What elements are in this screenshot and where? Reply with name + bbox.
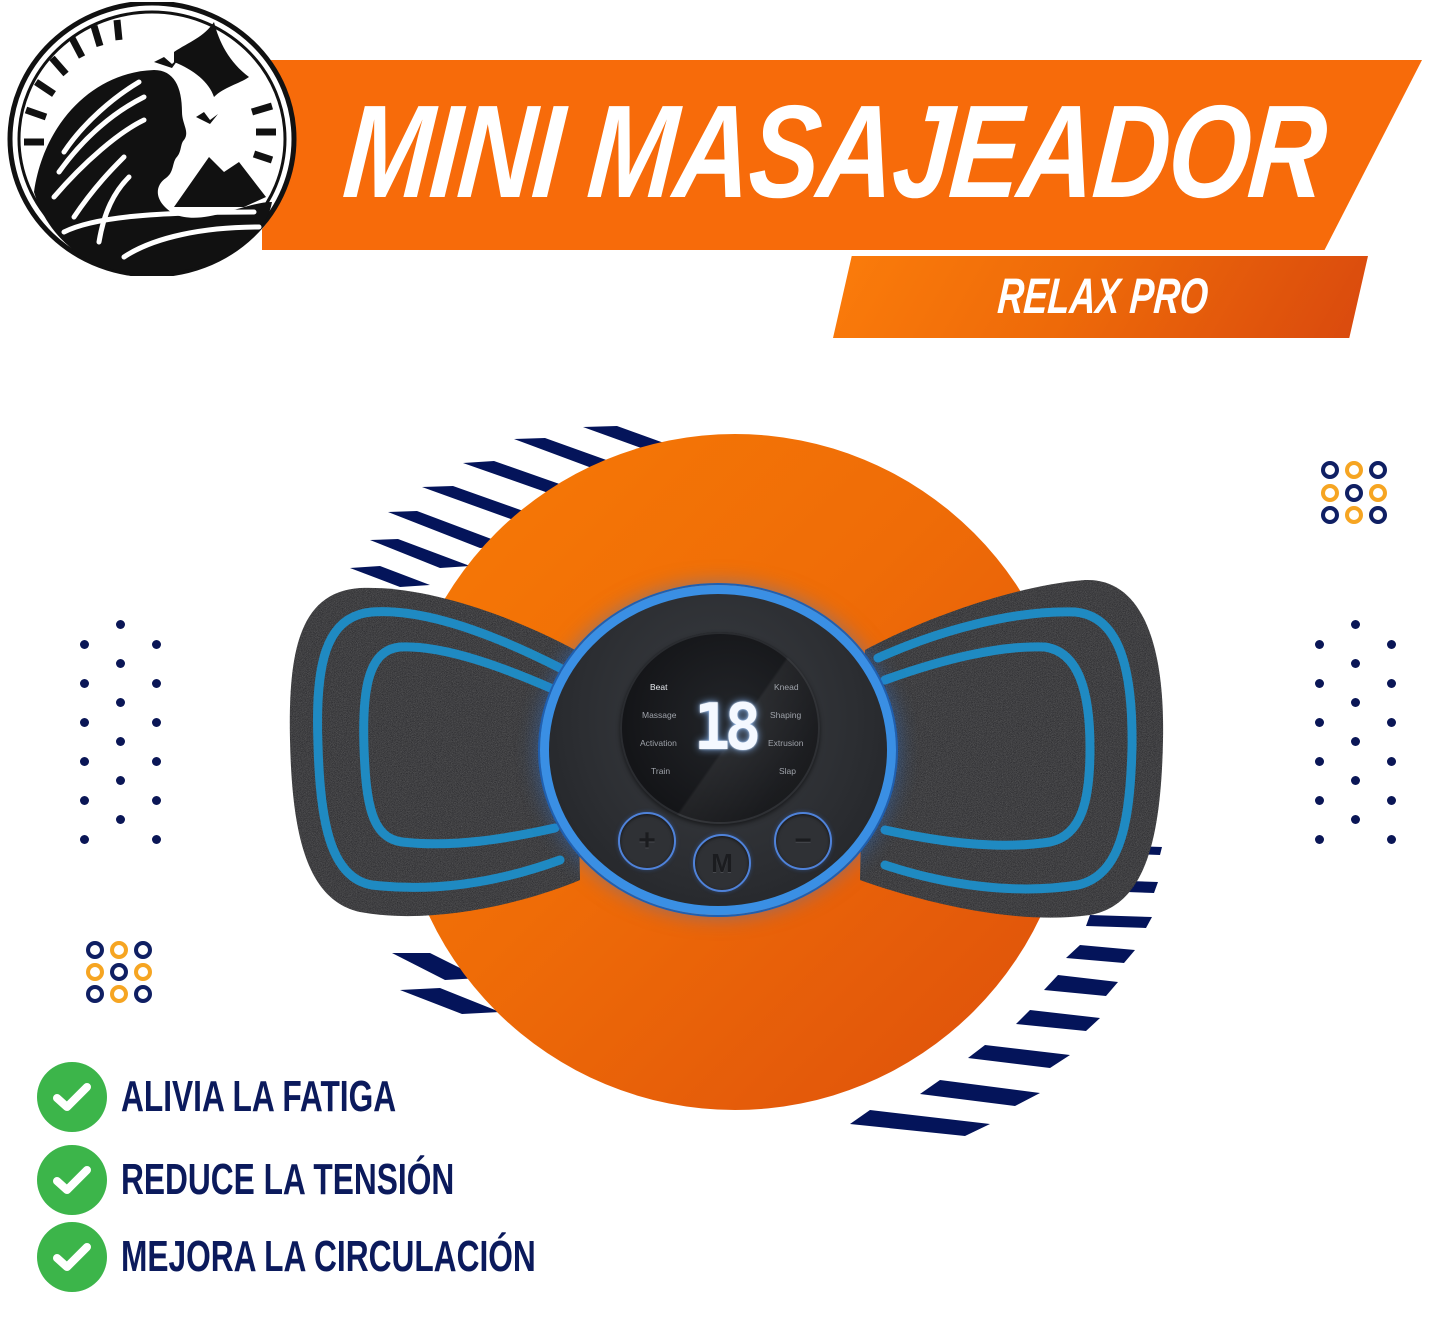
title-banner [262,60,1422,250]
mode-label-beat: Beat [650,682,668,692]
benefit-item: ALIVIA LA FATIGA [37,1062,503,1132]
mode-m-icon: M [711,847,733,878]
benefit-item: MEJORA LA CIRCULACIÓN [37,1222,697,1292]
page-subtitle: RELAX PRO [995,268,1211,324]
plus-button[interactable]: + [618,812,676,870]
mode-label-massage: Massage [642,710,677,720]
mode-label-knead: Knead [774,682,799,692]
check-circle-icon [37,1062,107,1132]
check-circle-icon [37,1222,107,1292]
intensity-display: 18 [693,691,762,765]
device-screen [620,632,820,824]
mode-label-slap: Slap [779,766,797,776]
benefit-label: MEJORA LA CIRCULACIÓN [121,1232,536,1281]
benefit-label: REDUCE LA TENSIÓN [121,1155,455,1204]
mode-button[interactable]: M [693,834,751,892]
check-circle-icon [37,1145,107,1215]
mode-label-train: Train [651,766,671,776]
minus-icon: − [794,824,812,857]
screen-glare [620,632,820,824]
benefit-item: REDUCE LA TENSIÓN [37,1145,584,1215]
benefit-label: ALIVIA LA FATIGA [121,1072,397,1121]
mode-label-shaping: Shaping [770,710,802,720]
page-title: MINI MASAJEADOR [338,78,1331,225]
subtitle-banner [833,256,1368,338]
minus-button[interactable]: − [774,812,832,870]
plus-icon: + [638,824,656,857]
woman-profile-with-birds-logo-icon [7,2,297,276]
mode-label-extrusion: Extrusion [768,738,804,748]
mode-label-activation: Activation [640,738,677,748]
